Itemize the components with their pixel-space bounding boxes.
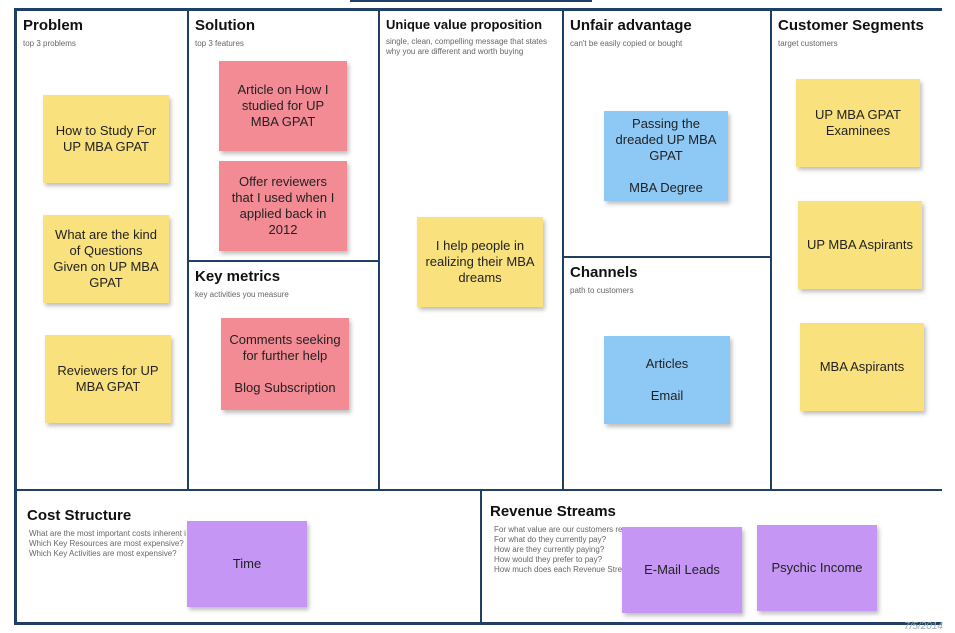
sticky-note[interactable]: E-Mail Leads (622, 527, 742, 613)
section-title: Channels (570, 264, 638, 281)
sticky-note[interactable]: I help people in realizing their MBA dre… (417, 217, 543, 307)
sticky-note[interactable]: UP MBA GPAT Examinees (796, 79, 920, 167)
section-subtitle: top 3 features (195, 39, 244, 48)
section-title: Unfair advantage (570, 17, 692, 34)
section-title: Cost Structure (27, 507, 132, 524)
sticky-note[interactable]: Comments seeking for further help Blog S… (221, 318, 349, 410)
section-title: Solution (195, 17, 255, 34)
sticky-note[interactable]: Articles Email (604, 336, 730, 424)
top-decoration-line (350, 0, 592, 2)
sticky-note[interactable]: UP MBA Aspirants (798, 201, 922, 289)
section-subtitle: key activities you measure (195, 290, 289, 299)
sticky-note[interactable]: Time (187, 521, 307, 607)
section-title: Key metrics (195, 268, 281, 285)
section-subtitle: For what value are our customers re For … (494, 525, 624, 574)
lean-canvas: Problem top 3 problems How to Study For … (14, 8, 942, 625)
section-subtitle: What are the most important costs inhere… (29, 529, 186, 558)
sticky-note[interactable]: What are the kind of Questions Given on … (43, 215, 169, 303)
section-customer-segments: Customer Segments target customers UP MB… (772, 11, 942, 491)
section-key-metrics: Key metrics key activities you measure C… (189, 262, 380, 491)
section-title: Unique value proposition (386, 17, 543, 32)
section-revenue-streams: Revenue Streams For what value are our c… (482, 491, 942, 622)
section-subtitle: path to customers (570, 286, 634, 295)
section-problem: Problem top 3 problems How to Study For … (17, 11, 189, 491)
sticky-note[interactable]: Offer reviewers that I used when I appli… (219, 161, 347, 251)
section-unfair-advantage: Unfair advantage can't be easily copied … (564, 11, 772, 258)
sticky-note[interactable]: Passing the dreaded UP MBA GPAT MBA Degr… (604, 111, 728, 201)
section-subtitle: target customers (778, 39, 838, 48)
sticky-note[interactable]: Psychic Income (757, 525, 877, 611)
sticky-note[interactable]: Article on How I studied for UP MBA GPAT (219, 61, 347, 151)
section-cost-structure: Cost Structure What are the most importa… (17, 491, 482, 622)
sticky-note[interactable]: Reviewers for UP MBA GPAT (45, 335, 171, 423)
section-solution: Solution top 3 features Article on How I… (189, 11, 380, 262)
section-subtitle: can't be easily copied or bought (570, 39, 683, 48)
section-subtitle: top 3 problems (23, 39, 76, 48)
footer-date: 7/5/2014 (904, 621, 943, 632)
section-title: Problem (23, 17, 84, 34)
sticky-note[interactable]: How to Study For UP MBA GPAT (43, 95, 169, 183)
section-title: Revenue Streams (490, 503, 616, 520)
section-subtitle: single, clean, compelling message that s… (386, 37, 547, 56)
section-unique-value-proposition: Unique value proposition single, clean, … (380, 11, 564, 491)
section-channels: Channels path to customers Articles Emai… (564, 258, 772, 491)
sticky-note[interactable]: MBA Aspirants (800, 323, 924, 411)
section-title: Customer Segments (778, 17, 924, 34)
